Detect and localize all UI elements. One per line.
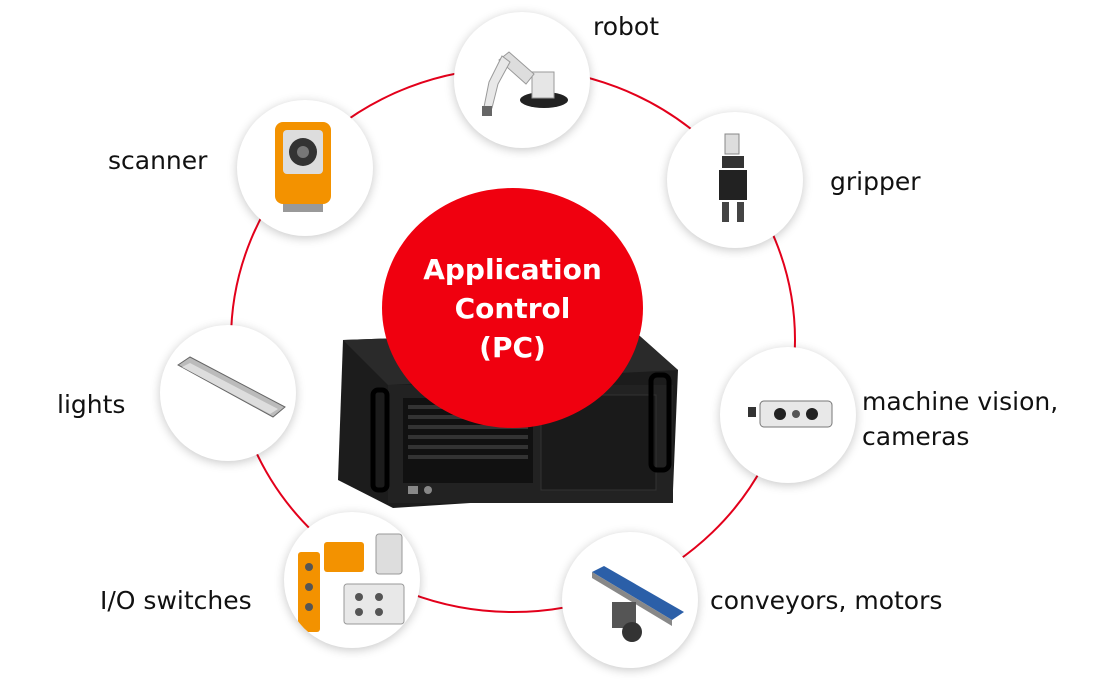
hub-title-line1: Application bbox=[423, 252, 602, 286]
node-lights bbox=[160, 325, 296, 461]
application-control-hub: Application Control (PC) bbox=[382, 188, 643, 428]
label-machine-vision: machine vision, cameras bbox=[862, 384, 1058, 454]
label-io-switches: I/O switches bbox=[100, 586, 252, 615]
node-io-switches bbox=[284, 512, 420, 648]
node-scanner bbox=[237, 100, 373, 236]
label-scanner: scanner bbox=[108, 146, 208, 175]
label-machine-vision-line1: machine vision, bbox=[862, 387, 1059, 416]
label-gripper: gripper bbox=[830, 167, 921, 196]
node-gripper bbox=[667, 112, 803, 248]
light-bar-icon bbox=[177, 356, 286, 418]
label-robot: robot bbox=[593, 12, 659, 41]
hub-title-line2: Control bbox=[454, 291, 571, 325]
node-robot bbox=[454, 12, 590, 148]
node-machine-vision bbox=[720, 347, 856, 483]
label-lights: lights bbox=[57, 390, 126, 419]
conveyor-icon bbox=[592, 566, 684, 642]
gripper-icon bbox=[719, 133, 747, 222]
robot-arm-icon bbox=[482, 51, 568, 116]
label-machine-vision-line2: cameras bbox=[862, 422, 970, 451]
camera-icon bbox=[748, 400, 833, 428]
scanner-icon bbox=[275, 122, 331, 212]
node-conveyors bbox=[562, 532, 698, 668]
label-conveyors: conveyors, motors bbox=[710, 586, 943, 615]
io-module-icon bbox=[298, 533, 405, 632]
hub-title-line3: (PC) bbox=[479, 330, 546, 364]
